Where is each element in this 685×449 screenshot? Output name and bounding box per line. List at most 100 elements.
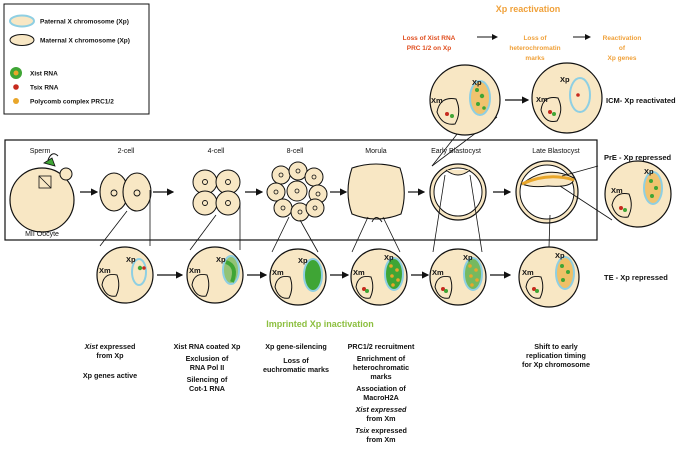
col4-line9: Tsix expressed [355,426,407,435]
col6-line2: replication timing [526,351,586,360]
c2-xp-label: Xp [216,255,226,264]
embryo-2cell [99,172,152,212]
stage-4cell: 4-cell [208,148,225,155]
reactivation-step2-line2: heterochromatin [509,45,560,52]
embryo-4cell [192,169,241,216]
c6-xp-label: Xp [555,251,565,260]
c1-xm-label: Xm [99,266,111,275]
oocyte [9,153,75,233]
c3-xp-label: Xp [298,256,308,265]
embryo-early-blastocyst [429,163,487,221]
col1-line1: Xist expressed [84,342,136,351]
cell-8cell-zoom: Xm Xp [269,248,327,306]
stage-2cell: 2-cell [118,148,135,155]
reactivation-step1-line1: Loss of Xist RNA [403,35,456,42]
col2-line5: Cot-1 RNA [189,384,225,393]
col4-line3: heterochromatic [353,363,409,372]
col4-line2: Enrichment of [357,354,406,363]
stage-early-blastocyst: Early Blastocyst [431,148,481,155]
legend-maternal-label: Maternal X chromosome (Xp) [40,38,130,45]
col4-line5: Association of [356,384,406,393]
notes-col6: Shift to early replication timing for Xp… [522,342,590,369]
col2-line2: Exclusion of [186,354,229,363]
col3-line3: euchromatic marks [263,365,329,374]
stage-late-blastocyst: Late Blastocyst [532,148,580,155]
polycomb-icon [13,98,19,104]
col1-line2: from Xp [96,351,124,360]
legend-paternal-label: Paternal X chromosome (Xp) [40,19,129,26]
col4-line4: marks [370,372,391,381]
paternal-x-icon [9,14,35,28]
icm-cell-after: Xm Xp [531,62,603,134]
col3-line2: Loss of [283,356,309,365]
tsix-rna-icon [13,84,19,90]
xist-rna-icon [10,67,22,79]
reactivation-step3-line2: of [619,45,626,52]
icm-before-xm-label: Xm [431,96,443,105]
embryo-morula [347,163,405,223]
stage-8cell: 8-cell [287,148,304,155]
cell-te-zoom: Xm Xp [518,246,580,308]
col6-line3: for Xp chromosome [522,360,590,369]
icm-cell-before: Xm Xp [429,64,501,167]
maternal-x-icon [9,34,35,46]
reactivation-step1-line2: PRC 1/2 on Xp [407,45,451,52]
imprinted-title: Imprinted Xp inactivation [266,319,374,329]
reactivation-title: Xp reactivation [496,4,561,14]
col6-line1: Shift to early [534,342,578,351]
icm-before-xp-label: Xp [472,78,482,87]
reactivation-step3-line1: Reactivation [603,35,642,42]
cell-2cell-zoom: Xm Xp [96,246,154,304]
legend-polycomb-label: Polycomb complex PRC1/2 [30,99,114,106]
c2-xm-label: Xm [189,266,201,275]
col4-line8: from Xm [366,414,395,423]
icm-after-xp-label: Xp [560,75,570,84]
col4-line10: from Xm [366,435,395,444]
c4-xm-label: Xm [353,268,365,277]
oocyte-label: MII Oocyte [25,231,59,238]
c6-xm-label: Xm [522,268,534,277]
legend-xist-label: Xist RNA [30,71,58,78]
te-label: TE - Xp repressed [604,273,668,282]
notes-col3: Xp gene-silencing Loss of euchromatic ma… [263,342,329,374]
c3-xm-label: Xm [272,268,284,277]
reactivation-step3-line3: Xp genes [608,55,637,62]
c4-xp-label: Xp [384,253,394,262]
col4-line6: MacroH2A [363,393,399,402]
icm-after-xm-label: Xm [536,95,548,104]
cell-early-blastocyst-zoom: Xm Xp [429,248,487,306]
cell-4cell-zoom: Xm Xp [186,246,244,304]
col2-line3: RNA Pol II [190,363,224,372]
reactivation-header: Xp reactivation Loss of Xist RNA PRC 1/2… [403,4,642,62]
c1-xp-label: Xp [126,255,136,264]
zoom-lines [99,174,483,253]
legend-tsix-label: Tsix RNA [30,85,59,92]
notes-col2: Xist RNA coated Xp Exclusion of RNA Pol … [174,342,241,393]
legend: Paternal X chromosome (Xp) Maternal X ch… [3,3,150,115]
embryo-late-blastocyst [515,160,579,224]
reactivation-step2-line3: marks [525,55,545,62]
col3-line1: Xp gene-silencing [265,342,327,351]
stage-labels: Sperm 2-cell 4-cell 8-cell Morula Early … [30,148,580,155]
col2-line4: Silencing of [187,375,228,384]
pre-cell: Xm Xp [604,160,672,228]
stage-panel [4,139,598,241]
pre-label: PrE - Xp repressed [604,153,672,162]
notes-col4: PRC1/2 recruitment Enrichment of heteroc… [348,342,415,444]
stage-morula: Morula [365,148,387,155]
cell-morula-zoom: Xm Xp [350,248,408,306]
notes-col1: Xist expressed from Xp Xp genes active [83,342,137,380]
pre-xp-label: Xp [644,167,654,176]
pre-xm-label: Xm [611,186,623,195]
reactivation-step2-line1: Loss of [523,35,547,42]
icm-label: ICM- Xp reactivated [606,96,676,105]
col1-line3: Xp genes active [83,371,137,380]
embryo-8cell [266,161,328,222]
col2-line1: Xist RNA coated Xp [174,342,241,351]
c5-xp-label: Xp [463,253,473,262]
c5-xm-label: Xm [432,268,444,277]
stage-sperm: Sperm [30,148,51,155]
col4-line1: PRC1/2 recruitment [348,342,415,351]
col4-line7: Xist expressed [355,405,407,414]
